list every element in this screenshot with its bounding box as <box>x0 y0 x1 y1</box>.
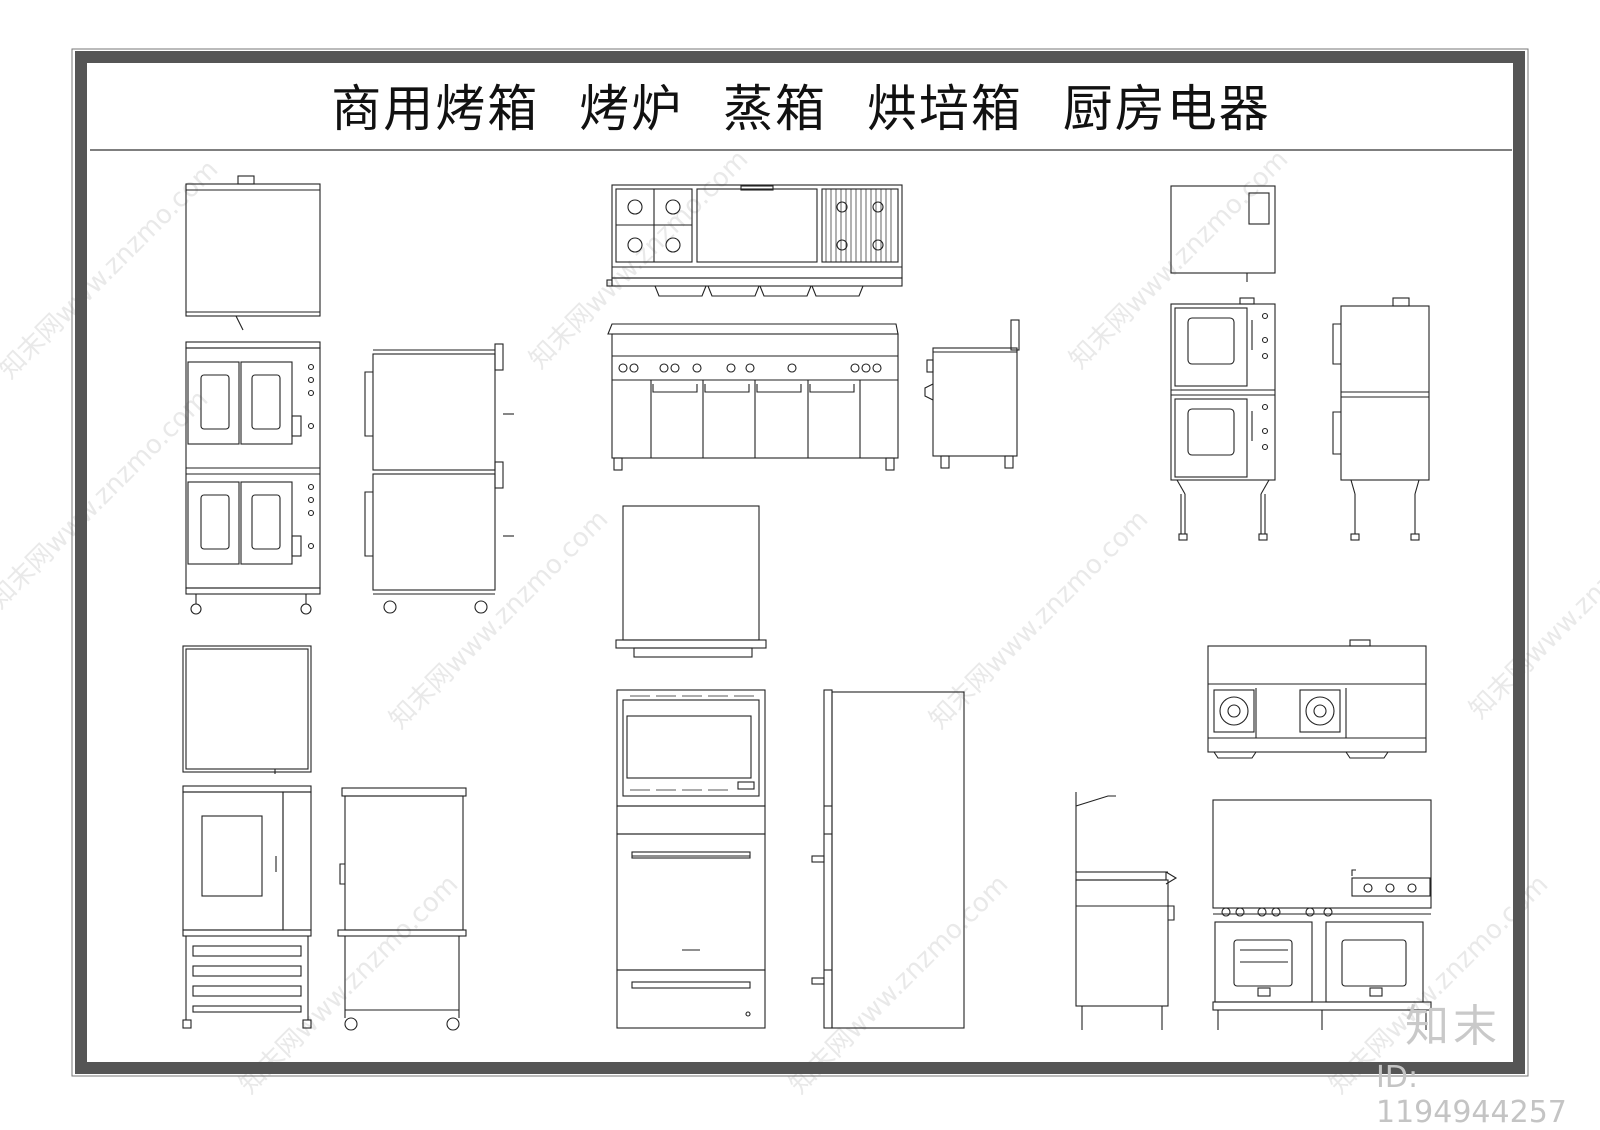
wall-oven-top-view <box>615 505 767 658</box>
gas-convection-oven-top-view <box>1170 185 1276 282</box>
page-title: 商用烤箱 烤炉 蒸箱 烘培箱 厨房电器 <box>331 80 1271 138</box>
double-convection-oven-front-view <box>185 341 321 615</box>
combi-oven-front-view <box>182 785 312 1029</box>
stacked-gas-oven-side-view <box>1332 297 1430 541</box>
stacked-gas-oven-front-view <box>1170 297 1276 541</box>
range-front-view <box>607 323 899 471</box>
range-side-view <box>924 319 1020 469</box>
brand-watermark: 知末 <box>1405 1001 1501 1052</box>
combi-oven-side-view <box>337 787 467 1031</box>
range-with-ovens-front-view <box>1212 799 1432 1030</box>
watermark-text: 知末网www.znzmo.com <box>924 504 1155 735</box>
asset-id-label: ID: 1194944257 <box>1376 1060 1567 1130</box>
double-convection-oven-side-view <box>364 343 514 614</box>
range-top-view <box>606 184 903 297</box>
range-with-ovens-side-view <box>1075 792 1178 1030</box>
watermark-text: 知末网www.znzmo.com <box>384 504 615 735</box>
drawing-frame <box>71 48 1529 1077</box>
watermark-text: 知末网www.znzmo.com <box>1464 494 1600 725</box>
watermark-text: 知末网www.znzmo.com <box>0 384 214 615</box>
watermark-text: 知末网www.znzmo.com <box>0 154 224 385</box>
watermark-layer: 知末网www.znzmo.com 知末网www.znzmo.com 知末网www… <box>0 144 1600 1100</box>
wall-oven-side-view <box>811 689 965 1029</box>
convection-oven-top-view <box>185 175 321 331</box>
wall-oven-front-view <box>616 689 766 1029</box>
watermark-text: 知末网www.znzmo.com <box>524 144 755 375</box>
range-with-ovens-top-view <box>1207 639 1427 759</box>
watermark-text: 知末网www.znzmo.com <box>1064 144 1295 375</box>
combi-oven-top-view <box>182 645 312 774</box>
